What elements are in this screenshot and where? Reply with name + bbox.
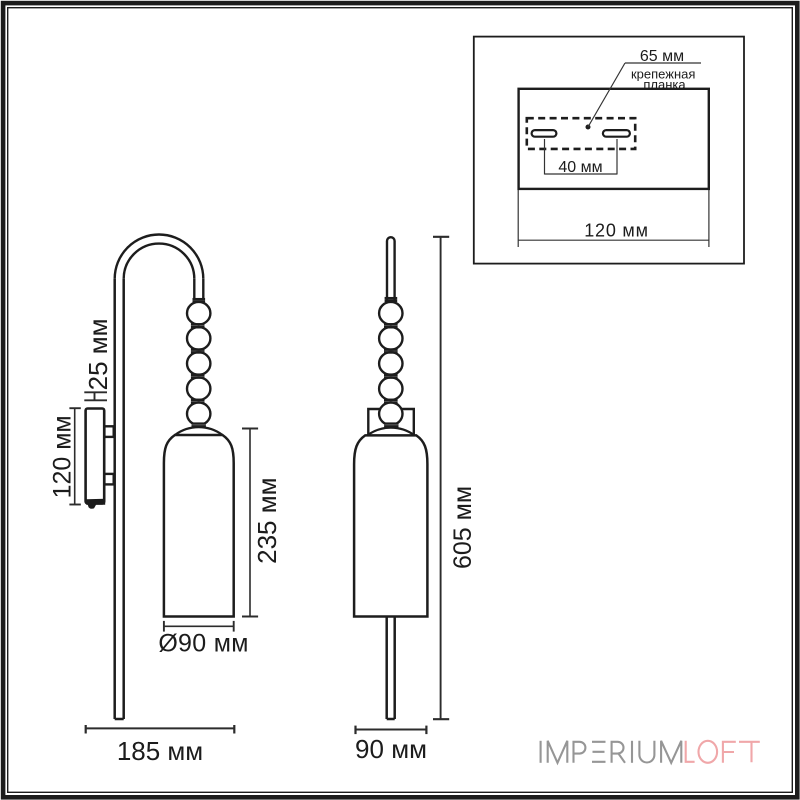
svg-text:90 мм: 90 мм [355, 734, 427, 764]
svg-text:крепежная: крепежная [631, 66, 695, 81]
svg-text:605 мм: 605 мм [449, 486, 477, 569]
svg-text:185 мм: 185 мм [117, 736, 203, 766]
svg-text:120 мм: 120 мм [49, 415, 77, 498]
svg-text:235 мм: 235 мм [252, 478, 282, 564]
svg-text:25 мм: 25 мм [83, 318, 113, 390]
svg-text:40 мм: 40 мм [558, 159, 602, 176]
svg-text:Ø90 мм: Ø90 мм [158, 630, 248, 658]
svg-text:65 мм: 65 мм [640, 48, 684, 65]
svg-text:120 мм: 120 мм [584, 221, 649, 241]
svg-text:планка: планка [643, 77, 686, 92]
